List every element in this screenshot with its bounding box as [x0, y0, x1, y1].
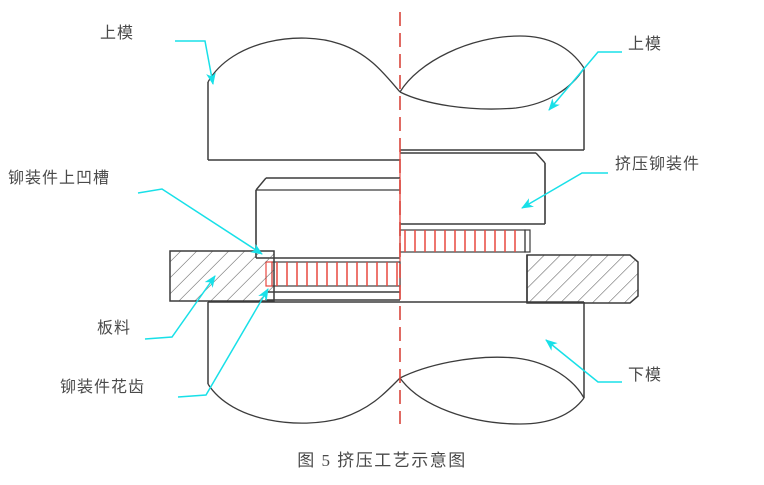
- label-upper-die-right: 上模: [628, 36, 663, 53]
- leader-lines: [137, 40, 622, 398]
- label-upper-die-left: 上模: [100, 25, 135, 42]
- leader-rivet-spline: [177, 288, 269, 398]
- leader-upper-die-left: [175, 40, 216, 85]
- leader-upper-groove: [137, 188, 263, 255]
- lower-die-shape: [207, 301, 585, 425]
- lower-teeth-band: [265, 261, 401, 301]
- upper-die-shape: [207, 35, 585, 161]
- upper-teeth-band: [399, 229, 531, 253]
- label-sheet-metal: 板料: [97, 320, 132, 337]
- label-upper-groove: 铆装件上凹槽: [8, 170, 111, 187]
- rivet-part-upper-half: [399, 150, 546, 230]
- leader-sheet-metal: [144, 275, 216, 340]
- sheet-metal-left: [169, 250, 275, 302]
- label-extrusion-rivet-part: 挤压铆装件: [615, 156, 701, 173]
- leader-upper-die-right: [548, 51, 622, 111]
- label-rivet-spline-teeth: 铆装件花齿: [60, 379, 146, 396]
- leader-extrusion-rivet: [521, 172, 608, 209]
- sheet-metal-right: [526, 254, 639, 304]
- label-lower-die: 下模: [628, 367, 663, 384]
- leader-lower-die: [545, 339, 622, 383]
- figure-caption: 图 5 挤压工艺示意图: [297, 451, 467, 470]
